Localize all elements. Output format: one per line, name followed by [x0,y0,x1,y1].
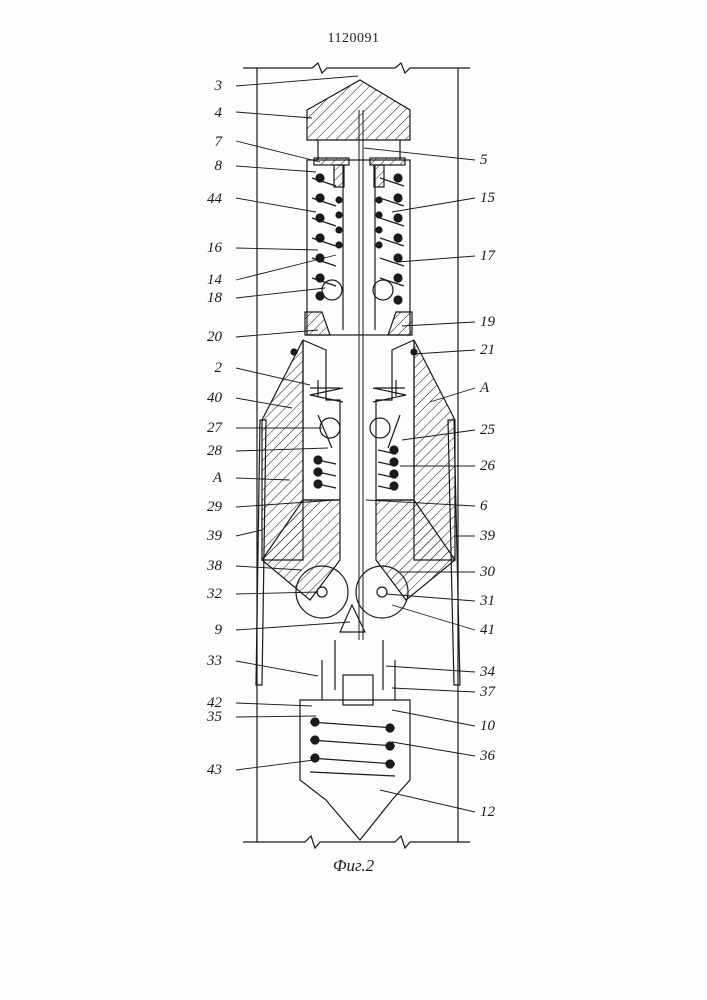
label-3: 3 [214,78,223,94]
label-4: 4 [215,105,223,121]
label-5: 5 [480,152,488,168]
label-29: 29 [207,499,223,515]
ball-27-right [370,418,390,438]
label-17: 17 [480,248,497,264]
label-27: 27 [207,420,224,436]
label-15: 15 [480,190,496,206]
wedge-19 [388,312,412,335]
label-34: 34 [479,664,496,680]
label-31: 31 [479,593,495,609]
label-37: 37 [479,684,497,700]
ball-18 [322,280,342,300]
upper-right-spring [376,174,404,286]
top-break-line [243,63,470,73]
labels-left: 3 4 7 8 44 16 14 18 20 2 40 27 28 A 29 3… [206,78,224,778]
label-18: 18 [207,290,223,306]
label-38: 38 [206,558,223,574]
label-39-left: 39 [206,528,223,544]
label-2: 2 [215,360,223,376]
label-44: 44 [207,191,223,207]
labels-right: 5 15 17 19 21 A 25 26 6 39 30 31 41 34 3… [479,152,497,820]
label-9: 9 [215,622,223,638]
mid-left-spring [314,456,336,488]
ball-18-right [373,280,393,300]
label-26: 26 [480,458,496,474]
wedge-20 [305,312,330,335]
center-cone-9 [340,605,365,632]
lower-spring [310,718,395,776]
label-8: 8 [215,158,223,174]
label-35: 35 [206,709,223,725]
figure-caption: Фиг.2 [0,856,707,876]
bottom-break-line [243,836,470,848]
label-A-left: A [212,470,223,486]
upper-left-spring [312,174,342,286]
label-A-right: A [479,380,490,396]
label-6: 6 [480,498,488,514]
label-41: 41 [480,622,495,638]
mid-right-spring [378,446,398,490]
label-16: 16 [207,240,223,256]
label-30: 30 [479,564,496,580]
label-28: 28 [207,443,223,459]
label-32: 32 [206,586,223,602]
label-33: 33 [206,653,222,669]
label-36: 36 [479,748,496,764]
label-20: 20 [207,329,223,345]
label-43: 43 [207,762,222,778]
label-12: 12 [480,804,496,820]
label-7: 7 [215,134,224,150]
label-40: 40 [207,390,223,406]
label-14: 14 [207,272,223,288]
label-39-right: 39 [479,528,496,544]
label-25: 25 [480,422,496,438]
label-19: 19 [480,314,496,330]
label-21: 21 [480,342,495,358]
label-10: 10 [480,718,496,734]
